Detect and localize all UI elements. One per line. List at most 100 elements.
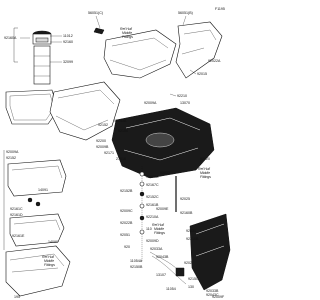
label-92150b: 92150B	[130, 265, 143, 269]
label-92009a: 92009A	[144, 101, 157, 105]
clip-part	[93, 27, 105, 35]
ref-hull-note-4: Ref.Hull	[152, 223, 164, 227]
label-92009a-left: 92009A	[6, 150, 19, 154]
side-panel-upper	[7, 159, 67, 197]
nut-1	[139, 191, 145, 197]
lower-cover	[189, 213, 231, 291]
label-92020: 92020	[200, 157, 210, 161]
label-13070: 13070	[180, 101, 190, 105]
nut-2	[139, 215, 145, 221]
label-130b: 130	[188, 285, 194, 289]
label-92160b: 92160B	[180, 211, 193, 215]
label-92152b: 92152B	[120, 189, 133, 193]
label-56051b: 56051(B)	[178, 11, 193, 15]
canister-part	[33, 45, 51, 85]
label-92161b: 92161B	[146, 203, 159, 207]
label-92160a: 92160A	[4, 36, 17, 40]
label-92022c: 92022C	[184, 261, 197, 265]
label-14091: 14091	[38, 188, 48, 192]
ref-hull-note-3-fittings: Fittings	[200, 175, 211, 179]
hull-cover-right	[175, 21, 223, 79]
ref-hull-note-1-middle: Middle	[122, 31, 132, 35]
hardware-stack-group: 92200A 92167C 92152B 92152C 92161B 92009…	[120, 166, 159, 262]
center-deck-group: 92210 13070 92009A Ref.Hull Middle Fitti…	[49, 81, 215, 179]
label-92025: 92025	[180, 197, 190, 201]
storage-tray	[5, 89, 59, 125]
center-side-cover	[49, 81, 121, 141]
washer-4	[139, 229, 145, 235]
label-11054: 11054	[166, 287, 176, 291]
label-92031: 92031	[186, 229, 196, 233]
rod-group: 92033 92025 92009E 92160B	[156, 171, 193, 215]
washer-3	[139, 203, 145, 209]
label-92200a: 92200A	[146, 175, 159, 179]
label-92009f: 92009F	[212, 295, 225, 299]
container-group: 11012 92160 32099 92160A	[4, 27, 73, 85]
label-92160: 92160	[63, 40, 73, 44]
ref-hull-note-3: Ref.Hull	[198, 167, 210, 171]
label-92043c: 92043C	[206, 293, 219, 297]
label-92022a-top: 92022A	[208, 59, 221, 63]
ref-hull-note-4-fittings: Fittings	[154, 231, 165, 235]
label-11054a: 11054A	[130, 259, 143, 263]
label-92200: 92200	[96, 139, 106, 143]
label-92161c: 92161C	[10, 207, 23, 211]
ref-hull-note-5-fittings: Fittings	[44, 263, 55, 267]
upper-cover-group: 56051(C) 56051(B) Ref.Hull Middle Fittin…	[88, 11, 223, 79]
side-panel-middle	[9, 213, 65, 247]
label-92043b: 92043B	[156, 255, 169, 259]
ref-hull-note-4-middle: Middle	[154, 227, 164, 231]
figure-code: F1195	[215, 7, 225, 11]
left-panel-group: 92009A 92152 14091 92161C 92161D 92161E …	[3, 150, 71, 299]
label-92150c: 92150C	[188, 277, 201, 281]
label-14090: 14090	[48, 240, 58, 244]
label-32099: 32099	[63, 60, 73, 64]
label-92171: 92171	[104, 151, 114, 155]
label-92033a: 92033A	[150, 247, 163, 251]
label-92009d: 92009D	[146, 239, 159, 243]
label-56051c: 56051(C)	[88, 11, 103, 15]
label-92210b: 92210B	[186, 237, 199, 241]
grommet-b	[35, 201, 41, 207]
deck-hatch	[145, 132, 175, 148]
label-92152: 92152	[98, 123, 108, 127]
ref-hull-note-1-fittings: Fittings	[122, 35, 133, 39]
lid-insert	[35, 37, 49, 43]
label-13107: 13107	[156, 273, 166, 277]
washer-2	[139, 181, 145, 187]
side-panel-lower	[5, 245, 71, 297]
label-92009b: 92009B	[96, 145, 109, 149]
washer-1	[139, 171, 145, 177]
ref-hull-note-1: Ref.Hull	[120, 27, 132, 31]
label-92210a: 92210A	[146, 215, 159, 219]
latch-part	[175, 267, 185, 277]
label-27010: 27010	[116, 157, 126, 161]
ref-hull-note-5: Ref.Hull	[42, 255, 54, 259]
ref-hull-note-3-middle: Middle	[200, 171, 210, 175]
grommet-a	[27, 197, 33, 203]
exploded-parts-diagram: F1195 11012 92160 32099 92160A 56012 5	[3, 7, 231, 299]
label-92210: 92210	[177, 94, 187, 98]
cable-latch-group: 92033A 92043B 11054A 92150B 13107 92022C…	[130, 247, 201, 291]
label-92009c: 92009C	[120, 209, 133, 213]
label-11012: 11012	[63, 34, 73, 38]
label-195: 195	[14, 295, 20, 299]
label-92152-left: 92152	[6, 156, 16, 160]
label-92033b: 92033B	[206, 289, 219, 293]
label-92051: 92051	[120, 233, 130, 237]
label-92150: 92150	[118, 129, 128, 133]
label-92161e: 92161E	[12, 234, 25, 238]
label-92043a: 92043A	[114, 119, 127, 123]
label-92015: 92015	[197, 72, 207, 76]
label-110: 110	[146, 227, 152, 231]
lower-cover-group: 92031 92210B Ref.Hull Middle Fittings 92…	[152, 213, 231, 299]
label-92022b: 92022B	[120, 221, 133, 225]
ref-hull-note-5-middle: Middle	[44, 259, 54, 263]
label-92033: 92033	[160, 171, 170, 175]
label-920: 920	[124, 245, 130, 249]
hull-cover-left	[103, 29, 177, 79]
label-92167c: 92167C	[146, 183, 159, 187]
label-92152c: 92152C	[146, 195, 159, 199]
label-92009e: 92009E	[156, 207, 169, 211]
label-92161d: 92161D	[10, 213, 23, 217]
